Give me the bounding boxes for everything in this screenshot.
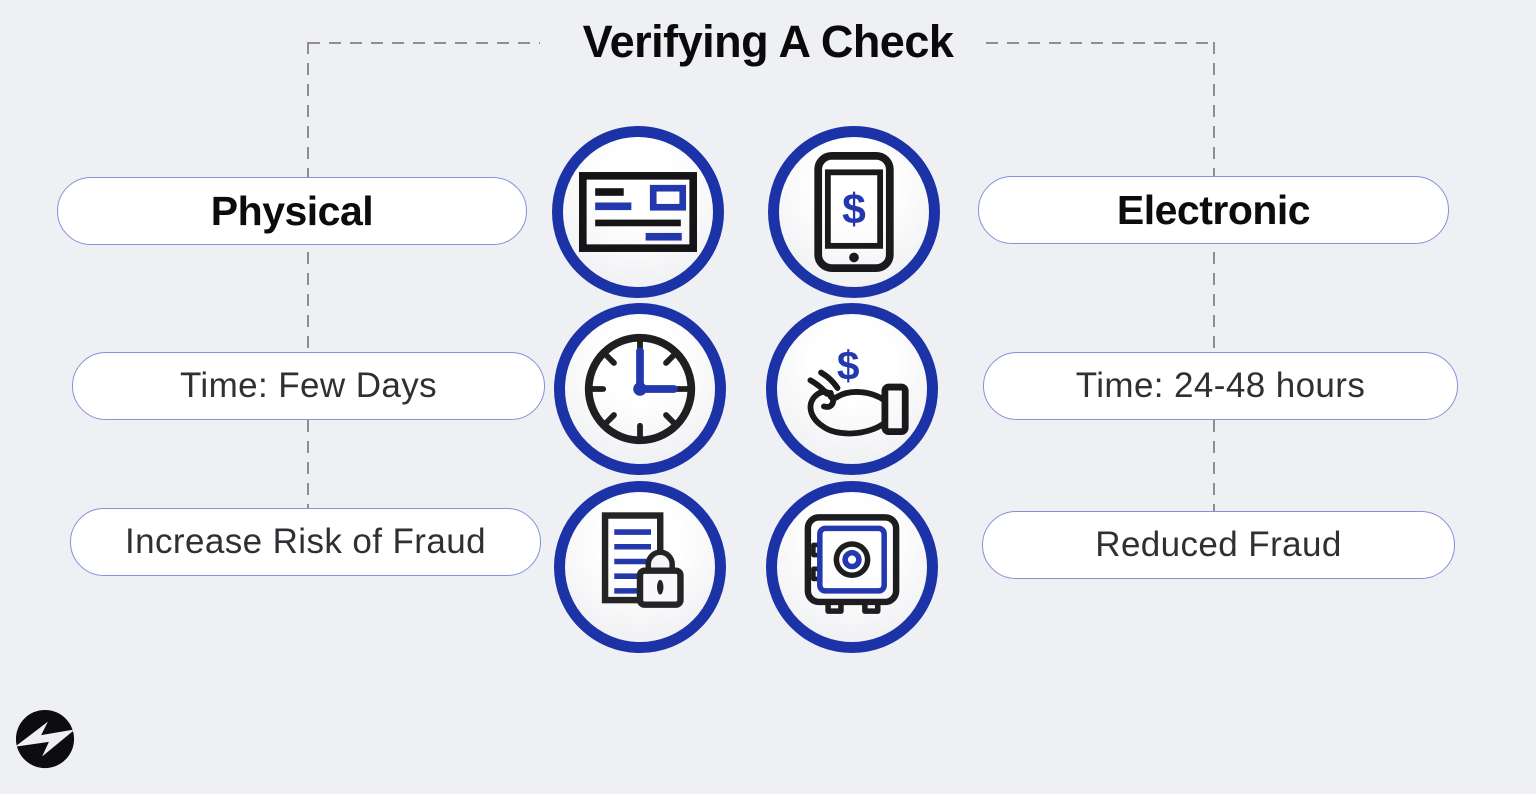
icon-circle-mobile: $ bbox=[768, 126, 940, 298]
pill-electronic-header: Electronic bbox=[978, 176, 1449, 244]
page-title: Verifying A Check bbox=[582, 16, 954, 67]
lightning-bolt-logo-icon bbox=[14, 709, 76, 769]
pill-physical-header: Physical bbox=[57, 177, 527, 245]
brand-logo bbox=[14, 708, 76, 770]
pill-electronic-time: Time: 24-48 hours bbox=[983, 352, 1458, 420]
clock-icon bbox=[584, 333, 696, 445]
dollar-glyph: $ bbox=[837, 342, 860, 388]
icon-circle-hand-money: $ bbox=[766, 303, 938, 475]
pill-physical-time: Time: Few Days bbox=[72, 352, 545, 420]
mobile-payment-icon: $ bbox=[814, 152, 894, 272]
icon-circle-secure-document bbox=[554, 481, 726, 653]
physical-label: Physical bbox=[210, 187, 374, 234]
icon-circle-safe bbox=[766, 481, 938, 653]
safe-vault-icon bbox=[804, 514, 900, 614]
connector-dash-top-left bbox=[308, 42, 540, 44]
electronic-fraud-label: Reduced Fraud bbox=[1095, 525, 1342, 564]
electronic-time-label: Time: 24-48 hours bbox=[1075, 366, 1366, 405]
dollar-glyph: $ bbox=[842, 186, 866, 234]
physical-time-label: Time: Few Days bbox=[179, 366, 438, 405]
hand-receiving-money-icon: $ bbox=[807, 342, 909, 437]
icon-circle-clock bbox=[554, 303, 726, 475]
paper-check-icon bbox=[579, 172, 697, 252]
pill-physical-fraud: Increase Risk of Fraud bbox=[70, 508, 541, 576]
electronic-label: Electronic bbox=[1116, 186, 1311, 233]
connector-dash-right-vertical bbox=[1213, 42, 1215, 514]
pill-electronic-fraud: Reduced Fraud bbox=[982, 511, 1455, 579]
connector-dash-top-right bbox=[986, 42, 1214, 44]
connector-dash-left-vertical bbox=[307, 42, 309, 534]
secure-document-lock-icon bbox=[601, 512, 684, 608]
physical-fraud-label: Increase Risk of Fraud bbox=[125, 522, 486, 561]
icon-circle-check bbox=[552, 126, 724, 298]
